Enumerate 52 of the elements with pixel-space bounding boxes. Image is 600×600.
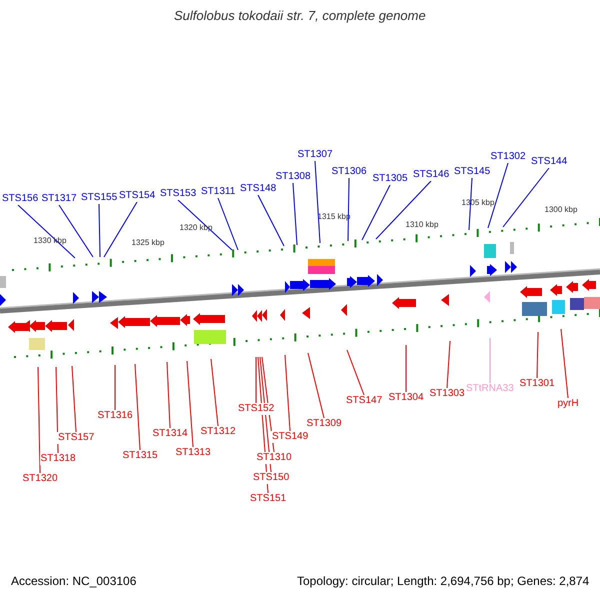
leader-line <box>258 194 284 246</box>
gene-label: STS154 <box>118 190 156 202</box>
leader-line <box>314 160 320 244</box>
leader-line <box>292 182 298 246</box>
gene-label: STS152 <box>237 403 276 415</box>
scale-label: 1310 kbp <box>404 219 440 231</box>
leader-line <box>134 364 140 450</box>
gene-label: ST1305 <box>372 173 409 185</box>
leader-line <box>284 354 290 432</box>
gene-label: STS157 <box>57 432 96 444</box>
leader-line <box>114 364 116 410</box>
leader-line <box>178 200 232 250</box>
gene-label: pyrH <box>556 398 580 410</box>
gene-label: STS149 <box>271 431 310 443</box>
leader-line <box>346 350 364 396</box>
gene-label: ST1317 <box>40 193 78 205</box>
leader-line <box>166 362 170 428</box>
leader-line <box>210 358 218 426</box>
genome-info-text: Topology: circular; Length: 2,694,756 bp; Genes: 2,874 <box>296 575 590 587</box>
gene-label: STS150 <box>252 472 290 484</box>
leader-line <box>104 202 138 258</box>
gene-label: ST1318 <box>40 453 77 465</box>
leader-line <box>18 204 76 258</box>
leader-line <box>560 328 568 398</box>
leader-line <box>58 204 94 258</box>
leader-line <box>536 332 538 378</box>
leader-line <box>446 340 450 388</box>
gene-label: STS153 <box>159 188 198 200</box>
map-title: Sulfolobus tokodaii str. 7, complete genome <box>173 10 427 22</box>
leader-line <box>72 366 76 432</box>
leader-line <box>56 366 58 454</box>
gene-label: STS148 <box>239 183 278 195</box>
leader-line <box>468 178 472 230</box>
scale-label: 1325 kbp <box>130 237 166 249</box>
gene-label: ST1302 <box>490 151 527 163</box>
gene-label: STS146 <box>412 169 450 181</box>
gene-label: STS144 <box>530 156 568 168</box>
gene-label: ST1311 <box>200 186 236 198</box>
leader-line <box>218 198 238 250</box>
leader-line <box>502 168 550 228</box>
leader-line <box>376 180 432 240</box>
leader-line <box>98 204 100 258</box>
accession-text: Accession: NC_003106 <box>10 575 138 587</box>
gene-label: STS156 <box>1 193 40 205</box>
leader-line <box>362 184 390 240</box>
leader-line <box>38 366 40 474</box>
scale-label: 1300 kbp <box>544 204 578 216</box>
leader-line <box>308 352 324 418</box>
leader-line <box>186 360 194 448</box>
gene-label: ST1310 <box>256 452 293 464</box>
leader-line <box>348 178 350 242</box>
leader-line <box>488 162 508 228</box>
